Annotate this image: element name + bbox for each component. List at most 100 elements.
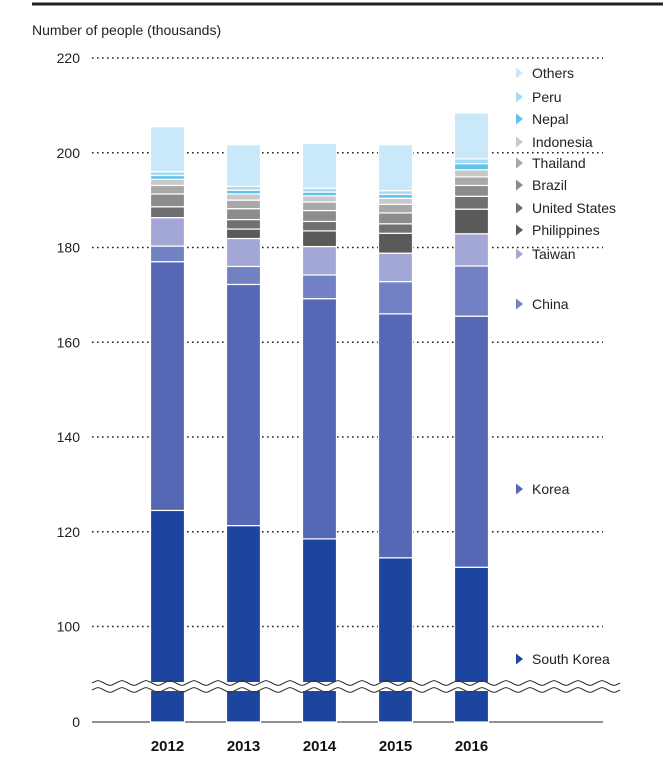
segment-nepal-2016: [453, 163, 490, 171]
y-tick-220: 220: [57, 50, 81, 66]
y-tick-100: 100: [57, 619, 81, 635]
segment-peru-2016: [453, 158, 490, 165]
legend-item-brazil: Brazil: [516, 177, 567, 193]
segment-philippines-2015: [377, 232, 414, 254]
segment-thailand-2015: [377, 203, 414, 214]
segment-indonesia-2013: [225, 193, 262, 201]
segment-indonesia-2016: [453, 169, 490, 178]
x-tick-2014: 2014: [303, 738, 337, 755]
segment-indonesia-2012: [149, 178, 186, 187]
legend-item-peru: Peru: [516, 89, 562, 105]
y-tick-0: 0: [72, 714, 80, 730]
bar-2014: [301, 142, 338, 723]
segment-others-2015: [377, 144, 414, 192]
legend-marker-taiwan: [516, 248, 523, 260]
segment-philippines-2014: [301, 230, 338, 248]
break-wave-lower: [91, 687, 621, 693]
segment-united-states-2016: [453, 195, 490, 210]
segment-china-2015: [377, 281, 414, 315]
legend-item-others: Others: [516, 65, 574, 81]
segment-others-2013: [225, 144, 262, 187]
legend-item-nepal: Nepal: [516, 111, 569, 127]
legend-marker-united-states: [516, 202, 523, 214]
bar-2015: [377, 144, 414, 723]
legend-label-south-korea: South Korea: [532, 651, 610, 667]
y-tick-140: 140: [57, 429, 81, 445]
legend-label-brazil: Brazil: [532, 177, 567, 193]
legend-marker-indonesia: [516, 136, 523, 148]
legend-marker-china: [516, 298, 523, 310]
legend-marker-philippines: [516, 224, 523, 236]
legend-label-peru: Peru: [532, 89, 562, 105]
legend-label-nepal: Nepal: [532, 111, 569, 127]
segment-korea-2013: [225, 283, 262, 527]
legend-item-united-states: United States: [516, 200, 616, 216]
legend-item-south-korea: South Korea: [516, 651, 610, 667]
y-tick-160: 160: [57, 334, 81, 350]
segment-united-states-2015: [377, 223, 414, 234]
y-tick-200: 200: [57, 145, 81, 161]
segment-south-korea-2014: [301, 538, 338, 723]
segment-united-states-2013: [225, 218, 262, 230]
x-tick-2016: 2016: [455, 738, 488, 755]
segment-brazil-2015: [377, 212, 414, 225]
legend-label-others: Others: [532, 65, 574, 81]
segment-united-states-2012: [149, 206, 186, 219]
segment-thailand-2014: [301, 201, 338, 212]
legend-item-indonesia: Indonesia: [516, 134, 593, 150]
segment-brazil-2012: [149, 193, 186, 208]
y-tick-labels: 0 100 120 140 160 180 200 220: [57, 50, 81, 730]
legend-marker-korea: [516, 483, 523, 495]
segment-taiwan-2016: [453, 233, 490, 267]
x-tick-2012: 2012: [151, 738, 184, 755]
legend-marker-south-korea: [516, 653, 523, 665]
bar-2016: [453, 112, 490, 723]
segment-china-2012: [149, 245, 186, 263]
x-tick-2013: 2013: [227, 738, 260, 755]
segment-brazil-2013: [225, 208, 262, 221]
legend-label-korea: Korea: [532, 481, 570, 497]
segment-korea-2015: [377, 313, 414, 559]
break-wave-upper: [91, 680, 621, 686]
segment-others-2014: [301, 142, 338, 189]
segment-south-korea-2015: [377, 557, 414, 723]
legend-label-taiwan: Taiwan: [532, 246, 576, 262]
segment-philippines-2013: [225, 228, 262, 240]
break-gap: [90, 682, 605, 691]
bars: [149, 112, 490, 723]
legend-label-china: China: [532, 296, 569, 312]
segment-indonesia-2014: [301, 195, 338, 203]
segment-china-2013: [225, 265, 262, 286]
x-tick-2015: 2015: [379, 738, 412, 755]
y-tick-120: 120: [57, 524, 81, 540]
segment-indonesia-2015: [377, 197, 414, 205]
legend-marker-others: [516, 67, 523, 79]
segment-taiwan-2013: [225, 237, 262, 268]
segment-china-2014: [301, 274, 338, 300]
segment-south-korea-2016: [453, 566, 490, 723]
y-axis-label: Number of people (thousands): [32, 22, 221, 38]
segment-thailand-2016: [453, 176, 490, 187]
bar-2013: [225, 144, 262, 723]
y-tick-180: 180: [57, 240, 81, 256]
legend: South Korea Korea China Taiwan Philippines Un…: [516, 65, 616, 667]
legend-item-china: China: [516, 296, 569, 312]
segment-korea-2016: [453, 315, 490, 568]
segment-taiwan-2012: [149, 217, 186, 247]
legend-marker-thailand: [516, 157, 523, 169]
legend-item-thailand: Thailand: [516, 155, 586, 171]
segment-thailand-2013: [225, 199, 262, 210]
legend-marker-brazil: [516, 179, 523, 191]
axis-break: [90, 680, 621, 693]
legend-item-korea: Korea: [516, 481, 570, 497]
segment-others-2012: [149, 126, 186, 173]
segment-united-states-2014: [301, 220, 338, 232]
legend-item-philippines: Philippines: [516, 222, 600, 238]
segment-brazil-2016: [453, 184, 490, 197]
segment-china-2016: [453, 265, 490, 317]
segment-korea-2012: [149, 261, 186, 512]
legend-marker-peru: [516, 91, 523, 103]
segment-thailand-2012: [149, 184, 186, 195]
x-tick-labels: 2012 2013 2014 2015 2016: [151, 738, 488, 755]
